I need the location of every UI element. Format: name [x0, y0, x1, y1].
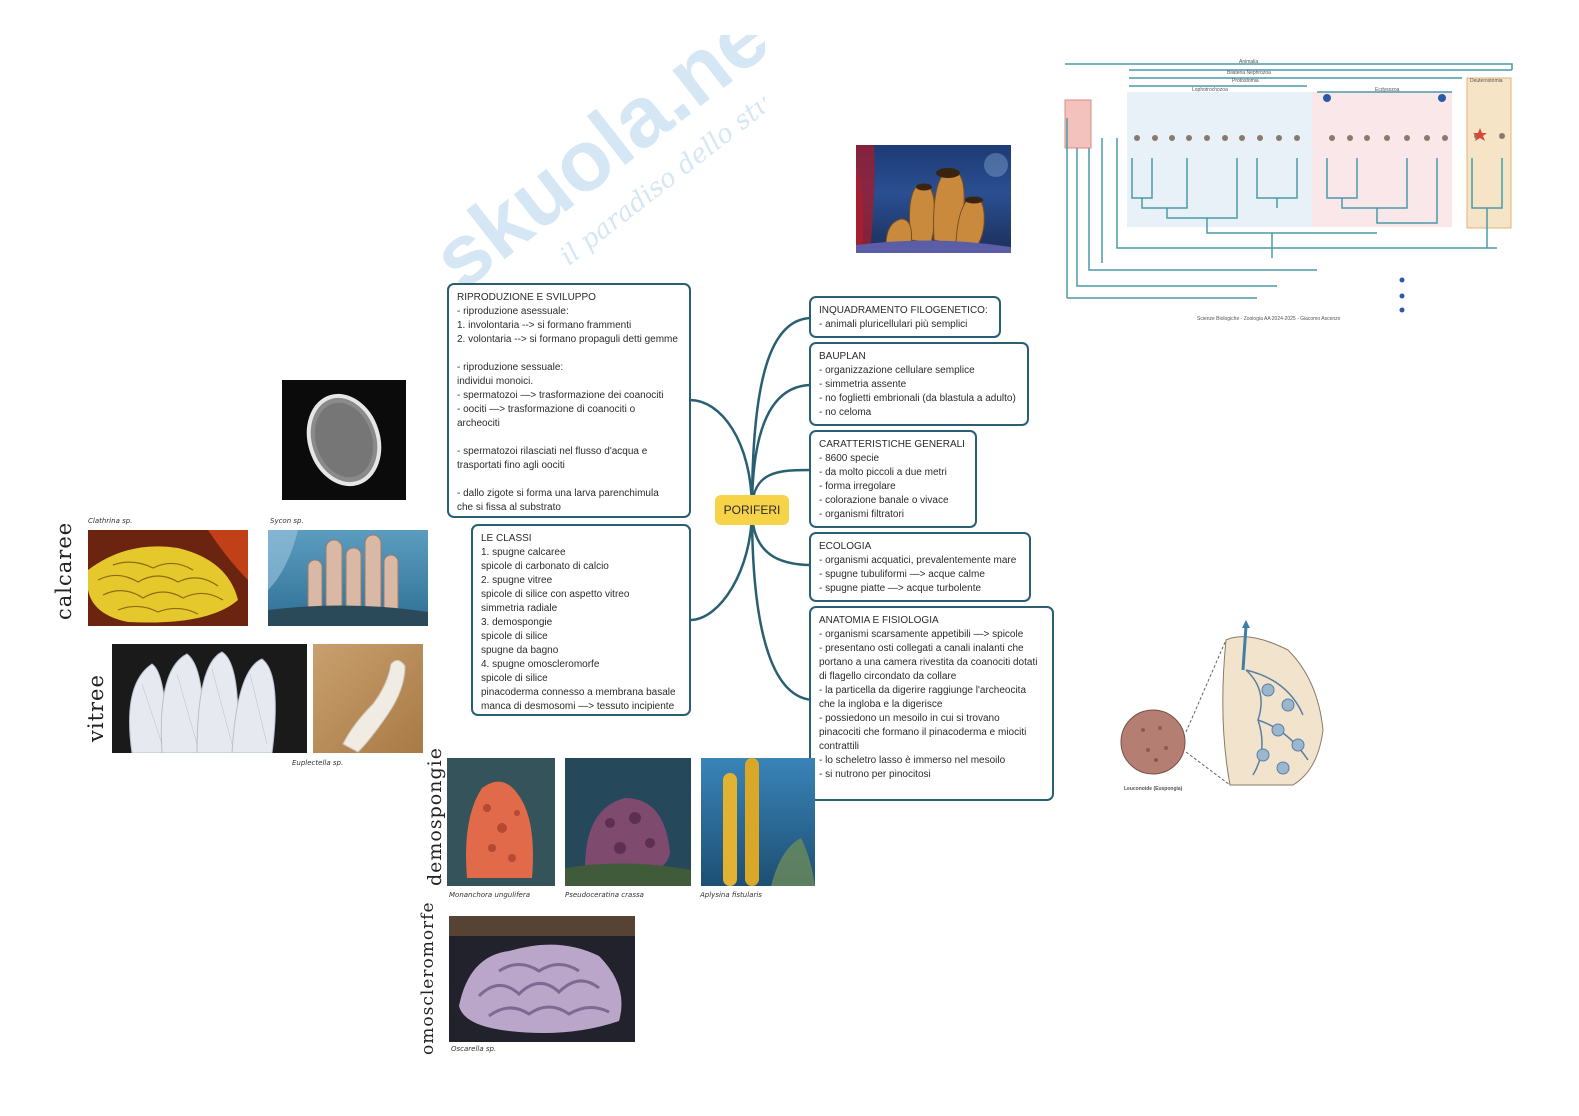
- box-line: - lo scheletro lasso è immerso nel mesoi…: [819, 754, 1044, 768]
- box-line: - si nutrono per pinocitosi: [819, 768, 1044, 782]
- ph-deut: Deuterostomia: [1470, 78, 1503, 84]
- label-omoscleromorfe: omoscleromorfe: [418, 901, 438, 1055]
- ph-top1: Animalia: [1239, 59, 1258, 65]
- photo-sycon: [268, 530, 428, 626]
- box-line: - presentano osti collegati a canali ina…: [819, 642, 1044, 656]
- box-line: archeociti: [457, 417, 681, 431]
- box-line: di flagello circondato da collare: [819, 670, 1044, 684]
- caption-sycon: Sycon sp.: [270, 517, 304, 525]
- box-line: 2. spugne vitree: [481, 574, 681, 588]
- ph-top2: Bilateria Nephrozoa: [1227, 70, 1271, 76]
- ph-foot: Scienze Biologiche - Zoologia AA 2024-20…: [1197, 316, 1341, 322]
- box-line: - simmetria assente: [819, 378, 1019, 392]
- ph-top3: Protostomia: [1232, 78, 1259, 84]
- caption-demo-1: Monanchora ungulifera: [449, 891, 530, 899]
- photo-clathrina: [88, 530, 248, 626]
- box-line: - oociti —> trasformazione di coanociti …: [457, 403, 681, 417]
- box-line: 4. spugne omoscleromorfe: [481, 658, 681, 672]
- ph-lopho: Lophotrochozoa: [1192, 87, 1228, 93]
- label-calcaree: calcaree: [52, 522, 76, 620]
- phylogenetic-tree: Animalia Bilateria Nephrozoa Protostomia…: [1057, 58, 1517, 324]
- box-title: BAUPLAN: [819, 350, 1019, 364]
- caption-omo: Oscarella sp.: [451, 1045, 496, 1053]
- box-line: - riproduzione sessuale:: [457, 361, 681, 375]
- box-anatomia[interactable]: ANATOMIA E FISIOLOGIA - organismi scarsa…: [809, 606, 1054, 801]
- photo-demo-1: [447, 758, 555, 886]
- box-title: RIPRODUZIONE E SVILUPPO: [457, 291, 681, 305]
- box-line: 2. volontaria --> si formano propaguli d…: [457, 333, 681, 347]
- photo-demo-2: [565, 758, 691, 886]
- box-line: pinacoderma connesso a membrana basale: [481, 686, 681, 700]
- box-bauplan[interactable]: BAUPLAN - organizzazione cellulare sempl…: [809, 342, 1029, 426]
- box-caratteristiche[interactable]: CARATTERISTICHE GENERALI - 8600 specie- …: [809, 430, 977, 528]
- box-line: - da molto piccoli a due metri: [819, 466, 967, 480]
- box-line: - possiedono un mesoilo in cui si trovan…: [819, 712, 1044, 726]
- box-line: portano a una camera rivestita da coanoc…: [819, 656, 1044, 670]
- box-line: - colorazione banale o vivace: [819, 494, 967, 508]
- caption-vitree: Euplectella sp.: [292, 759, 343, 767]
- label-vitree: vitree: [84, 674, 108, 742]
- box-line: 1. involontaria --> si formano frammenti: [457, 319, 681, 333]
- box-line: - forma irregolare: [819, 480, 967, 494]
- box-line: individui monoici.: [457, 375, 681, 389]
- box-title: ECOLOGIA: [819, 540, 1021, 554]
- box-title: CARATTERISTICHE GENERALI: [819, 438, 967, 452]
- caption-demo-2: Pseudoceratina crassa: [565, 891, 644, 899]
- box-ecologia[interactable]: ECOLOGIA - organismi acquatici, prevalen…: [809, 532, 1031, 602]
- box-line: - la particella da digerire raggiunge l'…: [819, 684, 1044, 698]
- photo-omo: [449, 916, 635, 1042]
- box-line: contrattili: [819, 740, 1044, 754]
- photo-sponge-reef: [856, 145, 1011, 253]
- box-line: - dallo zigote si forma una larva parenc…: [457, 487, 681, 501]
- box-line: - spugne tubuliformi —> acque calme: [819, 568, 1021, 582]
- box-line: [457, 431, 681, 445]
- box-line: - no foglietti embrionali (da blastula a…: [819, 392, 1019, 406]
- box-line: spicole di silice: [481, 672, 681, 686]
- box-riproduzione[interactable]: RIPRODUZIONE E SVILUPPO - riproduzione a…: [447, 283, 691, 518]
- box-title: INQUADRAMENTO FILOGENETICO:: [819, 304, 991, 318]
- box-line: che la ingloba e la digerisce: [819, 698, 1044, 712]
- box-line: spicole di silice con aspetto vitreo: [481, 588, 681, 602]
- box-line: - spugne piatte —> acque turbolente: [819, 582, 1021, 596]
- box-line: - no celoma: [819, 406, 1019, 420]
- box-line: simmetria radiale: [481, 602, 681, 616]
- box-line: [457, 473, 681, 487]
- photo-larva: [282, 380, 406, 500]
- ph-ecdy: Ecdysozoa: [1375, 87, 1400, 93]
- box-line: manca di desmosomi —> tessuto incipiente: [481, 700, 681, 714]
- box-line: - organizzazione cellulare semplice: [819, 364, 1019, 378]
- center-label: PORIFERI: [724, 503, 781, 517]
- photo-demo-3: [701, 758, 815, 886]
- box-line: [457, 347, 681, 361]
- box-line: 3. demospongie: [481, 616, 681, 630]
- box-line: - riproduzione asessuale:: [457, 305, 681, 319]
- box-line: - organismi scarsamente appetibili —> sp…: [819, 628, 1044, 642]
- box-line: - 8600 specie: [819, 452, 967, 466]
- box-line: - spermatozoi rilasciati nel flusso d'ac…: [457, 445, 681, 459]
- box-inquadramento[interactable]: INQUADRAMENTO FILOGENETICO: - animali pl…: [809, 296, 1001, 338]
- box-line: spugne da bagno: [481, 644, 681, 658]
- box-line: trasportati fino agli oociti: [457, 459, 681, 473]
- center-node-poriferi[interactable]: PORIFERI: [715, 495, 789, 525]
- box-line: pinacociti che formano il pinacoderma e …: [819, 726, 1044, 740]
- leucon-lbl: Leuconoide (Euspongia): [1124, 786, 1183, 792]
- caption-clathrina: Clathrina sp.: [88, 517, 132, 525]
- box-title: ANATOMIA E FISIOLOGIA: [819, 614, 1044, 628]
- box-line: - spermatozoi —> trasformazione dei coan…: [457, 389, 681, 403]
- box-line: spicole di carbonato di calcio: [481, 560, 681, 574]
- box-line: che si fissa al substrato: [457, 501, 681, 515]
- box-line: spicole di silice: [481, 630, 681, 644]
- label-demospongie: demospongie: [424, 747, 446, 886]
- box-title: LE CLASSI: [481, 532, 681, 546]
- leuconoid-diagram: Leuconoide (Euspongia): [1118, 620, 1358, 800]
- box-line: - organismi acquatici, prevalentemente m…: [819, 554, 1021, 568]
- box-line: 1. spugne calcaree: [481, 546, 681, 560]
- box-line: - animali pluricellulari più semplici: [819, 318, 991, 332]
- photo-vitree-2: [313, 644, 423, 753]
- box-line: - organismi filtratori: [819, 508, 967, 522]
- caption-demo-3: Aplysina fistularis: [700, 891, 762, 899]
- photo-vitree-1: [112, 644, 307, 753]
